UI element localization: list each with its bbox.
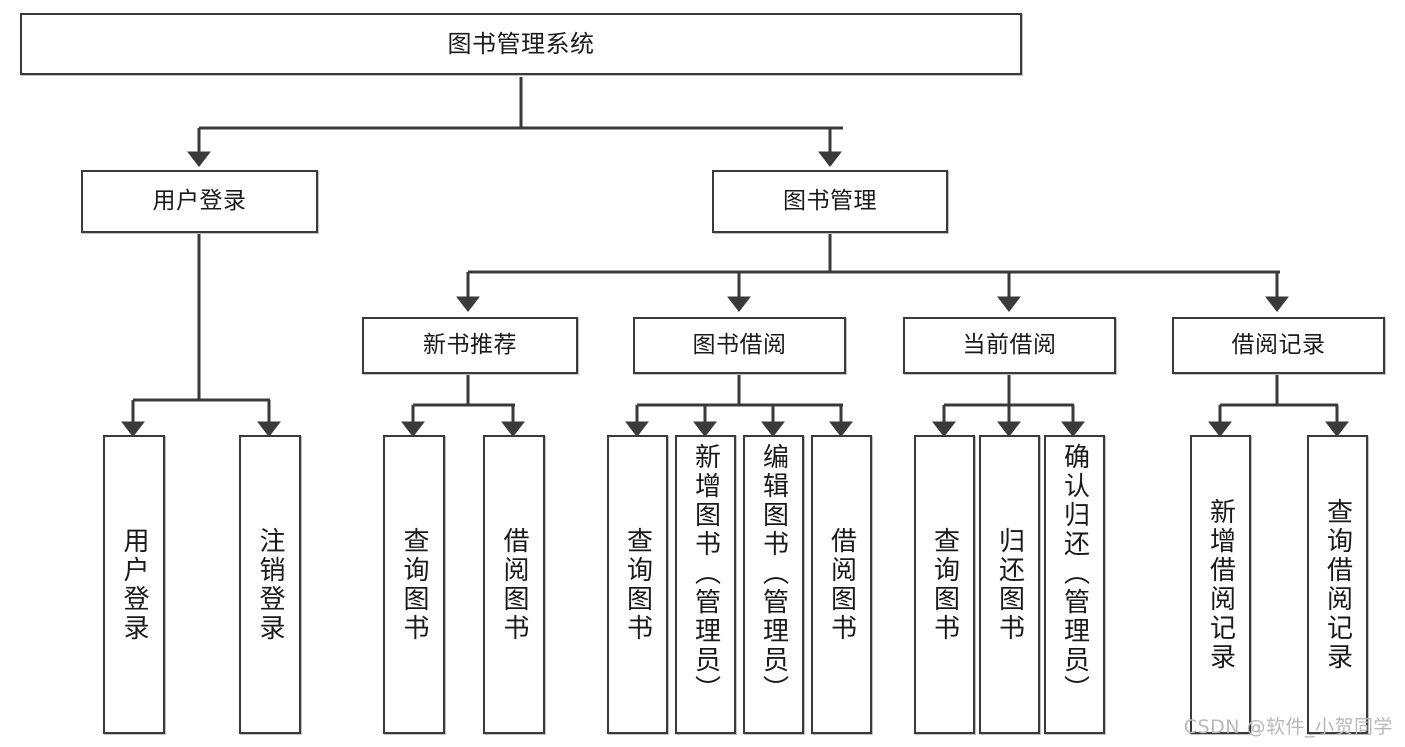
leaf-add-book-admin[interactable]: 新增图书（管理员） [675,435,736,734]
leaf-query-book-current[interactable]: 查询图书 [914,435,975,734]
node-label: 用户登录 [152,187,247,214]
node-label: 用户登录 [119,526,149,643]
node-book-management[interactable]: 图书管理 [712,170,948,233]
node-current-borrow[interactable]: 当前借阅 [903,317,1116,374]
leaf-query-book-borrow[interactable]: 查询图书 [607,435,668,734]
node-label: 查询图书 [622,526,653,643]
node-user-login[interactable]: 用户登录 [81,170,318,233]
leaf-borrow-book-recommend[interactable]: 借阅图书 [483,435,545,734]
node-borrow-record[interactable]: 借阅记录 [1172,317,1385,374]
node-label: 当前借阅 [962,331,1057,358]
node-label: 借阅图书 [499,526,529,643]
leaf-borrow-book[interactable]: 借阅图书 [811,435,872,734]
leaf-logout[interactable]: 注销登录 [239,435,301,734]
node-label: 查询图书 [929,526,960,643]
node-label: 归还图书 [994,526,1025,643]
node-label: 注销登录 [255,526,285,643]
node-label: 借阅记录 [1231,331,1326,358]
leaf-edit-book-admin[interactable]: 编辑图书（管理员） [743,435,804,734]
leaf-query-borrow-record[interactable]: 查询借阅记录 [1307,435,1368,734]
node-label: 借阅图书 [826,526,857,643]
node-label: 新增借阅记录 [1205,497,1236,672]
node-label: 新书推荐 [423,331,517,358]
node-label: 查询图书 [399,526,429,643]
node-label: 确认归还（管理员） [1059,443,1090,704]
watermark-text: CSDN @软件_小贺同学 [1183,716,1393,738]
node-label: 编辑图书（管理员） [758,443,789,704]
node-label: 查询借阅记录 [1322,497,1353,672]
node-root-system[interactable]: 图书管理系统 [20,13,1022,75]
node-book-borrow[interactable]: 图书借阅 [633,317,846,374]
leaf-return-book[interactable]: 归还图书 [979,435,1040,734]
node-label: 新增图书（管理员） [690,443,721,704]
node-label: 图书管理系统 [447,29,595,58]
node-new-book-recommend[interactable]: 新书推荐 [362,317,578,374]
leaf-confirm-return-admin[interactable]: 确认归还（管理员） [1044,435,1105,734]
leaf-user-login[interactable]: 用户登录 [103,435,165,734]
leaf-query-book-recommend[interactable]: 查询图书 [383,435,445,734]
leaf-add-borrow-record[interactable]: 新增借阅记录 [1190,435,1251,734]
node-label: 图书管理 [783,187,877,214]
node-label: 图书借阅 [692,331,787,358]
